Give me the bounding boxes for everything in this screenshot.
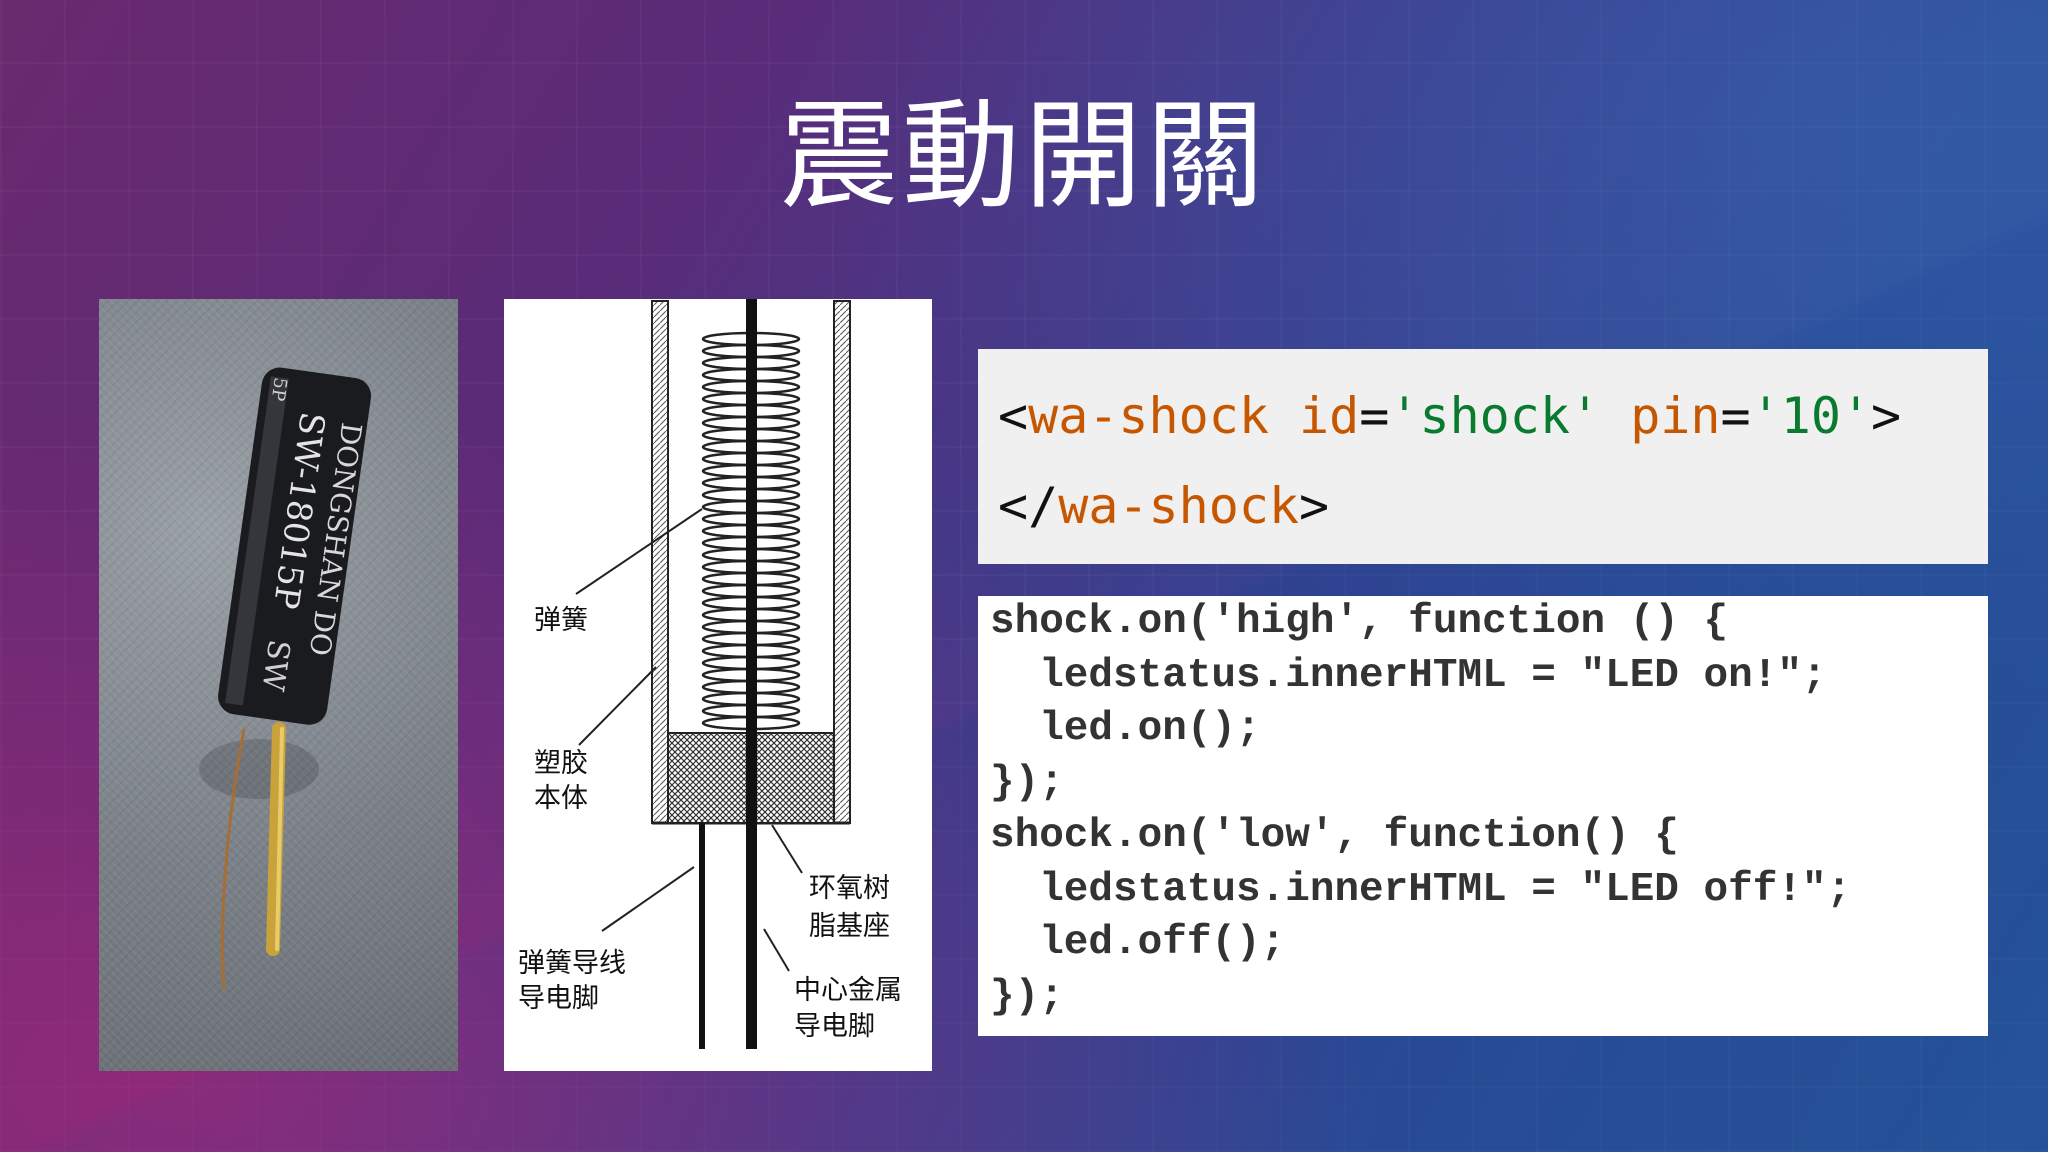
label-center-lead-1: 中心金属 [794, 975, 902, 1006]
center-rod [746, 299, 757, 1049]
housing-wall-right [833, 300, 851, 824]
code-token [1269, 387, 1299, 445]
component-photo: DONGSHAN DO SW-18015P SW 5P [99, 299, 458, 1071]
housing-wall-left [651, 300, 669, 824]
cross-section-diagram: 弹簧 塑胶 本体 环氧树 脂基座 弹簧导线 导电脚 中心金属 导电脚 [504, 299, 932, 1071]
spring-lead-wire [699, 823, 705, 1049]
diagram-svg: 弹簧 塑胶 本体 环氧树 脂基座 弹簧导线 导电脚 中心金属 导电脚 [518, 299, 902, 1049]
code-token-value: 'shock' [1389, 387, 1601, 445]
code-token-value: '10' [1750, 387, 1872, 445]
code-token: > [1871, 387, 1902, 445]
code-line: }); [990, 759, 1064, 806]
code-token: > [1299, 477, 1330, 535]
gold-pin [266, 722, 286, 956]
switch-body [218, 367, 372, 725]
code-line: }); [990, 973, 1064, 1020]
copper-lead [221, 728, 246, 990]
label-spring: 弹簧 [534, 605, 588, 636]
code-line: led.on(); [990, 706, 1261, 752]
code-line: led.off(); [990, 920, 1286, 966]
js-code-block: shock.on('high', function () { ledstatus… [978, 596, 1988, 1036]
code-token-attr: pin [1630, 387, 1721, 445]
code-token: < [998, 387, 1029, 445]
code-token [1600, 387, 1630, 445]
label-center-lead-2: 导电脚 [794, 1011, 875, 1042]
code-line: ledstatus.innerHTML = "LED off!"; [990, 866, 1852, 913]
label-spring-lead-2: 导电脚 [518, 983, 599, 1014]
body-text-sw: SW [254, 637, 296, 693]
label-epoxy-2: 脂基座 [809, 911, 890, 942]
html-code-block: <wa-shock id='shock' pin='10'> </wa-shoc… [978, 349, 1988, 564]
code-token: </ [998, 477, 1059, 535]
code-token-tag: wa-shock [1058, 477, 1300, 535]
code-line: shock.on('high', function () { [990, 599, 1729, 645]
code-line: ledstatus.innerHTML = "LED on!"; [990, 652, 1827, 699]
label-plastic-body-2: 本体 [534, 783, 588, 814]
code-token: = [1359, 387, 1390, 445]
label-plastic-body-1: 塑胶 [534, 748, 588, 779]
code-line-1: <wa-shock id='shock' pin='10'> [998, 387, 1901, 445]
code-token: = [1720, 387, 1751, 445]
label-epoxy-1: 环氧树 [809, 873, 890, 904]
body-text-5p: 5P [267, 376, 291, 402]
label-spring-lead-1: 弹簧导线 [518, 948, 626, 979]
code-line-2: </wa-shock> [998, 477, 1329, 535]
code-token-attr: id [1299, 387, 1360, 445]
code-line: shock.on('low', function() { [990, 813, 1679, 859]
code-token-tag: wa-shock [1028, 387, 1269, 445]
slide-title: 震動開關 [779, 87, 1268, 225]
vibration-switch-photo: DONGSHAN DO SW-18015P SW 5P [199, 367, 372, 990]
